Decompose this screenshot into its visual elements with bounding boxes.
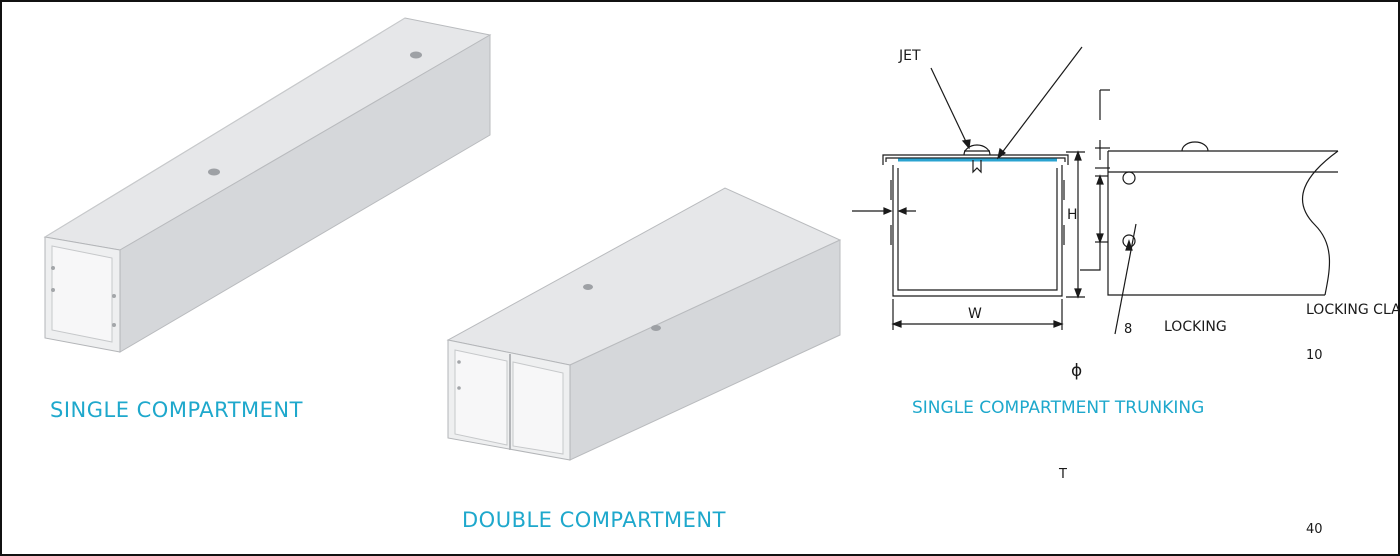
hole-icon (208, 168, 220, 176)
label-eight: 8 (1124, 322, 1133, 337)
hole-icon (583, 284, 593, 290)
caption-single-compartment: SINGLE COMPARTMENT (50, 398, 303, 422)
hole-icon (410, 51, 422, 59)
caption-double-compartment: DOUBLE COMPARTMENT (462, 508, 726, 532)
label-locking: LOCKING (1164, 319, 1227, 335)
label-jet: JET (899, 48, 921, 64)
single-compartment-trunking (43, 17, 492, 353)
double-compartment-trunking (446, 187, 842, 461)
caption-drawing: SINGLE COMPARTMENT TRUNKING (912, 398, 1205, 418)
label-thickness: T (1059, 467, 1067, 482)
cross-section-drawing (852, 46, 1339, 335)
label-phi: ϕ (1071, 361, 1083, 381)
label-locking-clamp: LOCKING CLAMP (1306, 302, 1400, 318)
label-ten: 10 (1306, 348, 1323, 363)
hole-icon (651, 325, 661, 331)
label-width: W (968, 306, 982, 322)
label-height: H (1067, 207, 1078, 223)
label-forty: 40 (1306, 522, 1323, 537)
